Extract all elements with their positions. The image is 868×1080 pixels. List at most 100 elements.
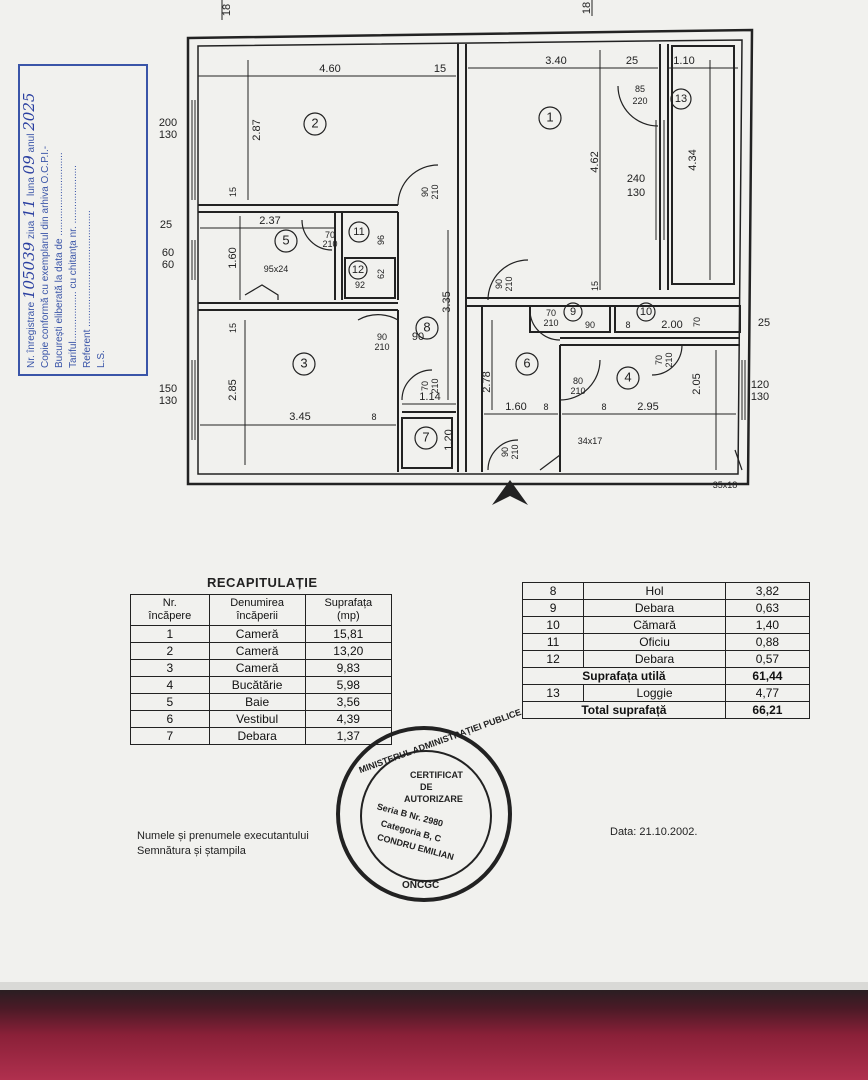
stamp-line: București eliberată la data de .........… bbox=[54, 152, 65, 368]
dim-text: 2.00 bbox=[661, 319, 682, 331]
room-number-1: 1 bbox=[546, 109, 553, 124]
dim-text: 80 bbox=[573, 376, 583, 386]
stamp-line: Nr. înregistrare 105039 ziua 11 luna 09 … bbox=[22, 92, 38, 368]
stamp-inner-ring bbox=[360, 750, 492, 882]
table-cell: 1,40 bbox=[724, 616, 811, 634]
dim-text: 150 bbox=[159, 383, 177, 395]
table-cell: Oficiu bbox=[583, 633, 726, 651]
table-cell: 7 bbox=[130, 727, 210, 745]
room-number-11: 11 bbox=[353, 226, 364, 238]
entrance-arrow-icon bbox=[492, 480, 528, 505]
dim-text: 18 bbox=[581, 2, 593, 14]
dim-text: 210 bbox=[664, 352, 674, 367]
handwritten-day: 11 bbox=[22, 198, 38, 218]
table-cell: 9,83 bbox=[304, 659, 393, 677]
dim-text: 3.35 bbox=[441, 291, 453, 312]
dim-text: 210 bbox=[430, 184, 440, 199]
table-cell: 5 bbox=[130, 693, 210, 711]
dim-text: 200 bbox=[159, 117, 177, 129]
signature-label: Semnătura și ștampila bbox=[137, 845, 246, 857]
table-cell: Debara bbox=[583, 599, 726, 617]
table-cell: 4,77 bbox=[724, 684, 811, 702]
dim-text: 8 bbox=[371, 412, 376, 422]
table-cell: Loggie bbox=[583, 684, 726, 702]
dim-text: 25 bbox=[160, 219, 172, 231]
table-cell: Bucătărie bbox=[208, 676, 306, 694]
table-cell: Debara bbox=[583, 650, 726, 668]
dim-text: 210 bbox=[543, 318, 558, 328]
table-cell: 5,98 bbox=[304, 676, 393, 694]
dim-text: 1.60 bbox=[505, 401, 526, 413]
dim-text: 70 bbox=[546, 308, 556, 318]
dim-text: 2.37 bbox=[259, 215, 280, 227]
dim-text: 90 bbox=[500, 447, 510, 457]
dim-text: 210 bbox=[570, 386, 585, 396]
table-cell: 4,39 bbox=[304, 710, 393, 728]
dim-text: 2.78 bbox=[481, 371, 493, 392]
dim-text: 2.87 bbox=[251, 119, 263, 140]
room-number-7: 7 bbox=[422, 429, 429, 444]
handwritten-number: 105039 bbox=[22, 241, 38, 300]
room-number-3: 3 bbox=[300, 355, 307, 370]
dim-text: 210 bbox=[322, 239, 337, 249]
dim-text: 210 bbox=[430, 378, 440, 393]
authorization-stamp: MINISTERUL ADMINISTRAȚIEI PUBLICE CERTIF… bbox=[336, 707, 523, 902]
recap-title: RECAPITULAȚIE bbox=[207, 575, 318, 590]
stamp-line: Referent ...............................… bbox=[82, 210, 93, 368]
dim-text: 70 bbox=[654, 355, 664, 365]
table-cell: Suprafața utilă bbox=[522, 667, 726, 685]
executant-name-label: Numele și prenumele executantului bbox=[137, 830, 309, 842]
room-number-2: 2 bbox=[311, 115, 318, 130]
dim-text: 95x24 bbox=[264, 264, 289, 274]
dim-text: 130 bbox=[751, 391, 769, 403]
dim-text: 2.05 bbox=[691, 373, 703, 394]
table-cell: 1 bbox=[130, 625, 210, 643]
table-header: Suprafața(mp) bbox=[304, 594, 393, 626]
room-number-12: 12 bbox=[352, 264, 364, 276]
stamp-line: Tariful.................. cu chitanța nr… bbox=[68, 165, 79, 368]
dim-text: 90 bbox=[412, 331, 424, 343]
dim-text: 130 bbox=[159, 129, 177, 141]
dim-text: 130 bbox=[627, 187, 645, 199]
table-cell: 11 bbox=[521, 633, 585, 651]
dim-text: 8 bbox=[543, 402, 548, 412]
dim-text: 240 bbox=[627, 173, 645, 185]
dim-text: 90 bbox=[585, 320, 595, 330]
table-cell: 3,56 bbox=[304, 693, 393, 711]
room-number-13: 13 bbox=[675, 93, 687, 105]
dim-text: 3.40 bbox=[545, 55, 566, 67]
dim-text: 70 bbox=[325, 230, 335, 240]
document-date: Data: 21.10.2002. bbox=[610, 826, 698, 838]
table-cell: 2 bbox=[130, 642, 210, 660]
room-number-8: 8 bbox=[423, 319, 430, 334]
dim-text: 210 bbox=[374, 342, 389, 352]
dim-text: 4.60 bbox=[319, 63, 340, 75]
dim-text: 60 bbox=[162, 247, 174, 259]
dim-text: 210 bbox=[510, 444, 520, 459]
dim-text: 210 bbox=[504, 276, 514, 291]
table-cell: Cameră bbox=[208, 659, 306, 677]
dim-text: 120 bbox=[751, 379, 769, 391]
background-fabric bbox=[0, 990, 868, 1080]
table-cell: Debara bbox=[208, 727, 306, 745]
table-cell: 13,20 bbox=[304, 642, 393, 660]
table-cell: 3,82 bbox=[724, 582, 811, 600]
page-edge bbox=[0, 982, 868, 992]
dim-text: 4.34 bbox=[687, 149, 699, 170]
table-cell: 61,44 bbox=[724, 667, 811, 685]
table-cell: Baie bbox=[208, 693, 306, 711]
dim-text: 1.10 bbox=[673, 55, 694, 67]
table-cell: 13 bbox=[521, 684, 585, 702]
table-cell: 66,21 bbox=[724, 701, 811, 719]
table-cell: 3 bbox=[130, 659, 210, 677]
